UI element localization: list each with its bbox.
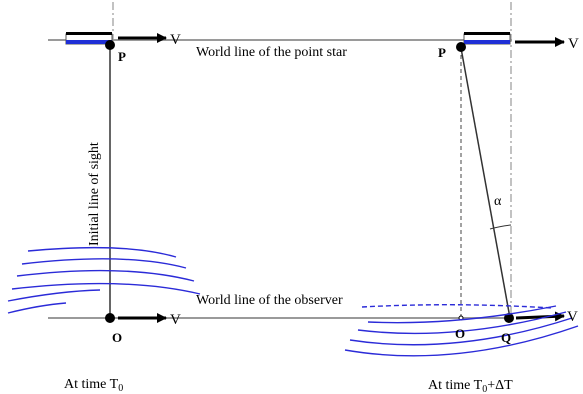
velocity-label-observer-left: V	[170, 312, 181, 328]
star-point-left-label: P	[118, 49, 126, 64]
angle-alpha-arc	[489, 224, 512, 230]
observer-moved-label: Q	[501, 330, 511, 345]
velocity-label-observer-right: V	[567, 309, 578, 325]
time-left-label: At time T0	[64, 377, 123, 394]
velocity-label-star-right: V	[568, 36, 579, 52]
star-bar-left-top	[66, 32, 112, 35]
star-point-right-dot	[456, 42, 466, 52]
aberrated-line-of-sight	[460, 47, 511, 319]
star-bar-right-blue	[464, 40, 510, 44]
observer-left-label: O	[112, 330, 122, 345]
time-right-label: At time T0+ΔT	[428, 378, 513, 394]
velocity-arrow-observer-right	[515, 311, 565, 322]
star-point-left-dot	[105, 40, 115, 50]
star-bar-right-top	[464, 32, 510, 35]
star-bar-left-blue	[66, 40, 112, 44]
velocity-label-star-left: V	[170, 32, 181, 48]
wavefronts-right	[344, 304, 579, 357]
angle-alpha-label: α	[494, 194, 502, 209]
observer-moved-dot	[504, 313, 514, 323]
wavefronts-left	[7, 246, 201, 314]
observer-left-dot	[105, 313, 115, 323]
star-point-right-label: P	[438, 45, 446, 60]
observer-right-label: O	[455, 326, 465, 341]
world-line-star-label: World line of the point star	[196, 45, 347, 60]
world-line-observer-label: World line of the observer	[196, 293, 343, 308]
initial-line-of-sight-label: Initial line of sight	[87, 142, 102, 246]
